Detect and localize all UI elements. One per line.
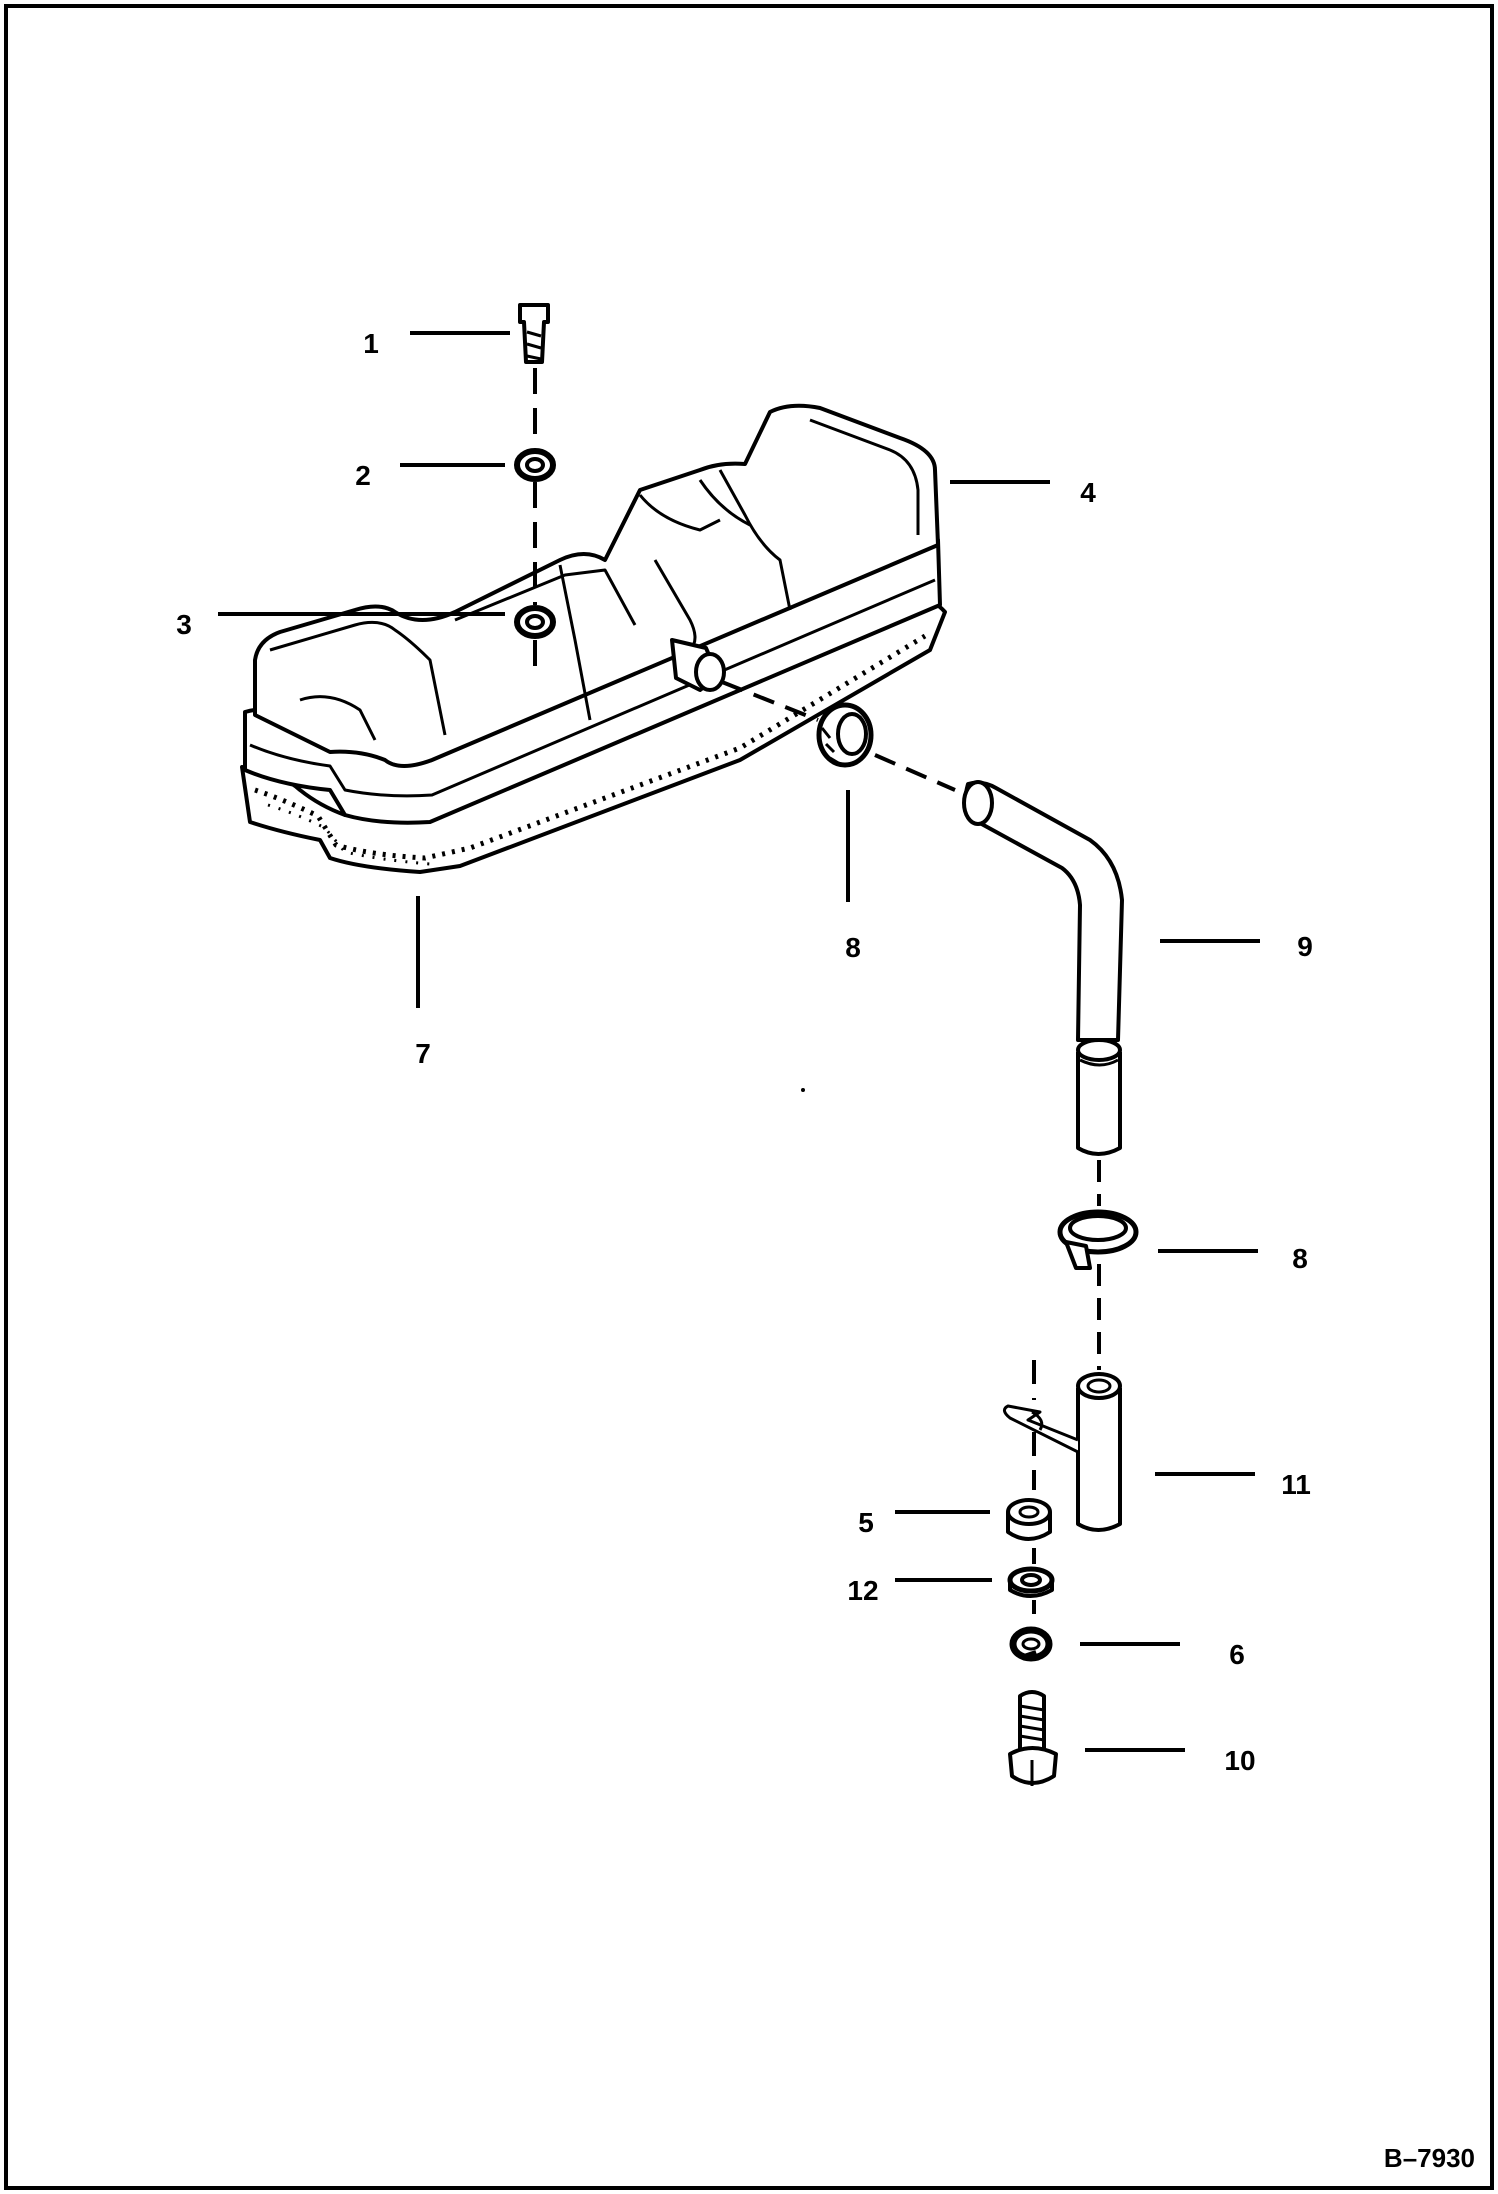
clamp-to-hose-dash	[874, 753, 956, 792]
tube-bracket	[1003, 1372, 1122, 1532]
callout-2: 2	[355, 460, 371, 491]
callout-8-upper: 8	[845, 932, 861, 963]
screw-part-1	[518, 303, 550, 364]
callout-12: 12	[847, 1575, 878, 1606]
hose-clamp-upper	[816, 702, 874, 768]
callout-9: 9	[1297, 931, 1313, 962]
callout-1: 1	[363, 328, 379, 359]
stray-dot	[801, 1088, 805, 1092]
callout-7: 7	[415, 1038, 431, 1069]
washer-part-2	[514, 448, 556, 482]
lockwasher-part-6	[1009, 1626, 1053, 1662]
callout-4: 4	[1080, 477, 1096, 508]
callout-10: 10	[1224, 1745, 1255, 1776]
callout-11: 11	[1281, 1469, 1311, 1500]
breather-hose	[962, 780, 1124, 1156]
washer-part-3	[514, 605, 556, 639]
bolt-part-10	[1008, 1690, 1058, 1786]
washer-part-12	[1007, 1566, 1055, 1598]
callout-3: 3	[176, 609, 192, 640]
valve-cover	[243, 403, 942, 825]
page-border	[4, 4, 1494, 2190]
callout-5: 5	[858, 1507, 874, 1538]
callout-8-lower: 8	[1292, 1243, 1308, 1274]
leader-lines	[218, 331, 1260, 1752]
figure-id: B–7930	[1384, 2143, 1475, 2173]
clamp-to-nipple-dash	[721, 680, 819, 722]
spacer-part-5	[1006, 1498, 1052, 1541]
hose-clamp-lower	[1057, 1209, 1139, 1270]
callout-6: 6	[1229, 1639, 1245, 1670]
